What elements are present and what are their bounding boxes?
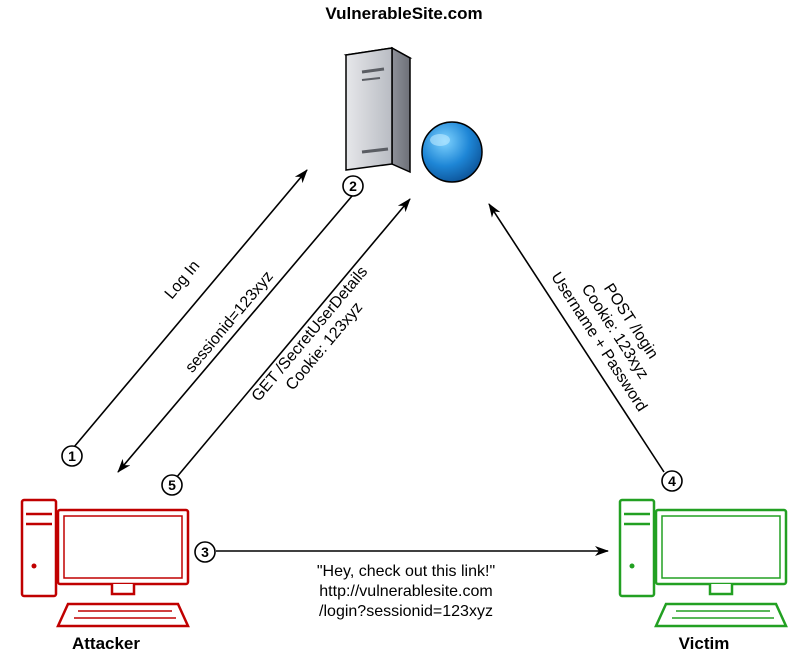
globe-icon [421, 121, 483, 183]
arrow-get-secret [175, 198, 411, 479]
arrow-sessionid [117, 195, 353, 473]
label-post-login: POST /login Cookie: 123xyz Username + Pa… [547, 269, 661, 414]
server-icon [343, 46, 413, 174]
svg-text:2: 2 [349, 178, 357, 194]
svg-text:5: 5 [168, 477, 176, 493]
svg-text:1: 1 [68, 448, 76, 464]
label-sessionid: sessionid=123xyz [182, 268, 276, 376]
arrow-login [73, 169, 308, 448]
svg-text:"Hey, check out this link!": "Hey, check out this link!" [317, 563, 495, 580]
svg-text:3: 3 [201, 544, 209, 560]
step-badge-5: 5 [161, 474, 183, 496]
victim-computer-icon [618, 498, 788, 628]
attacker-label: Attacker [72, 634, 140, 653]
step-badge-4: 4 [661, 470, 683, 492]
label-login: Log In [162, 258, 204, 303]
arrow-post-login [488, 203, 665, 473]
server-title: VulnerableSite.com [325, 4, 482, 23]
svg-text:http://vulnerablesite.com: http://vulnerablesite.com [319, 583, 492, 600]
step-badge-2: 2 [342, 175, 364, 197]
svg-text:4: 4 [668, 473, 676, 489]
attacker-computer-icon [20, 498, 190, 628]
label-send-link: "Hey, check out this link!" http://vulne… [317, 563, 495, 620]
step-badge-1: 1 [61, 445, 83, 467]
svg-text:/login?sessionid=123xyz: /login?sessionid=123xyz [319, 603, 493, 620]
step-badge-3: 3 [194, 541, 216, 563]
victim-label: Victim [679, 634, 730, 653]
